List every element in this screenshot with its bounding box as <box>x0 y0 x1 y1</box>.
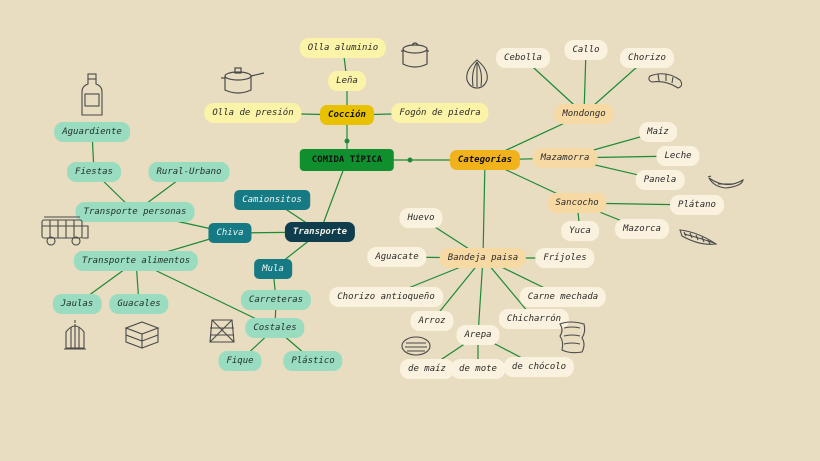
connector-line <box>482 159 486 259</box>
node-fique[interactable]: Fique <box>218 351 262 371</box>
sack-icon <box>209 319 235 343</box>
connector-dot <box>407 157 413 163</box>
chiva-bus-icon <box>41 216 89 246</box>
node-mondongo[interactable]: Mondongo <box>554 104 614 124</box>
pot-icon <box>401 42 429 68</box>
pork-rind-icon <box>559 321 586 354</box>
node-arepa[interactable]: Arepa <box>456 325 500 345</box>
node-mula[interactable]: Mula <box>254 259 292 279</box>
node-frijoles[interactable]: Fríjoles <box>535 248 595 268</box>
hub-transporte[interactable]: Transporte <box>284 222 356 242</box>
node-huevo[interactable]: Huevo <box>399 208 443 228</box>
connector-line <box>482 257 535 320</box>
node-transporte-alimentos[interactable]: Transporte alimentos <box>73 251 199 271</box>
hub-coccion[interactable]: Cocción <box>320 105 374 125</box>
node-cebolla[interactable]: Cebolla <box>496 48 550 68</box>
connector-line <box>477 257 484 336</box>
node-bandeja-paisa[interactable]: Bandeja paisa <box>439 248 527 268</box>
node-lena[interactable]: Leña <box>328 71 366 91</box>
node-mazamorra[interactable]: Mazamorra <box>532 148 598 168</box>
node-transporte-personas[interactable]: Transporte personas <box>75 202 195 222</box>
node-rural-urbano[interactable]: Rural-Urbano <box>148 162 230 182</box>
crate-icon <box>124 321 160 349</box>
connector-line <box>431 257 484 322</box>
node-mazorca[interactable]: Mazorca <box>615 219 669 239</box>
node-chorizo-antioqueno[interactable]: Chorizo antioqueño <box>329 287 443 307</box>
node-panela[interactable]: Panela <box>635 170 685 190</box>
node-leche[interactable]: Leche <box>656 146 700 166</box>
pressure-cooker-icon <box>221 67 265 94</box>
onion-icon <box>466 59 488 89</box>
node-olla-aluminio[interactable]: Olla aluminio <box>299 38 387 58</box>
node-chorizo[interactable]: Chorizo <box>620 48 674 68</box>
node-olla-presion[interactable]: Olla de presión <box>204 103 302 123</box>
node-aguardiente[interactable]: Aguardiente <box>54 122 130 142</box>
node-fogon-piedra[interactable]: Fogón de piedra <box>391 103 489 123</box>
node-jaulas[interactable]: Jaulas <box>52 294 102 314</box>
node-yuca[interactable]: Yuca <box>561 221 599 241</box>
node-carreteras[interactable]: Carreteras <box>240 290 312 310</box>
bottle-icon <box>81 73 103 116</box>
node-sancocho[interactable]: Sancocho <box>547 193 607 213</box>
hub-categorias[interactable]: Categorías <box>449 150 521 170</box>
birdcage-icon <box>64 320 86 350</box>
node-carne-mechada[interactable]: Carne mechada <box>519 287 607 307</box>
node-chicharron[interactable]: Chicharrón <box>498 309 570 329</box>
node-plastico[interactable]: Plástico <box>283 351 343 371</box>
node-chiva[interactable]: Chiva <box>208 223 252 243</box>
corn-cob-icon <box>679 229 718 245</box>
node-aguacate[interactable]: Aguacate <box>367 247 427 267</box>
chorizo-icon <box>648 73 683 89</box>
node-arroz[interactable]: Arroz <box>410 311 454 331</box>
node-callo[interactable]: Callo <box>564 40 608 60</box>
node-platano[interactable]: Plátano <box>670 195 724 215</box>
node-arepa-de-mote[interactable]: de mote <box>451 359 505 379</box>
connector-dot <box>344 138 350 144</box>
plantain-icon <box>707 175 744 189</box>
arepa-icon <box>401 336 431 356</box>
node-guacales[interactable]: Guacales <box>109 294 169 314</box>
connector-line <box>135 260 276 329</box>
node-arepa-de-chocolo[interactable]: de chócolo <box>503 357 575 377</box>
node-maiz[interactable]: Maíz <box>639 122 677 142</box>
node-arepa-de-maiz[interactable]: de maíz <box>400 359 454 379</box>
connector-line <box>583 49 587 115</box>
connector-line <box>319 159 348 233</box>
node-costales[interactable]: Costales <box>245 318 305 338</box>
root-node[interactable]: COMIDA TÍPICA <box>299 149 395 171</box>
node-camionsitos[interactable]: Camionsitos <box>234 190 310 210</box>
node-fiestas[interactable]: Fiestas <box>67 162 121 182</box>
